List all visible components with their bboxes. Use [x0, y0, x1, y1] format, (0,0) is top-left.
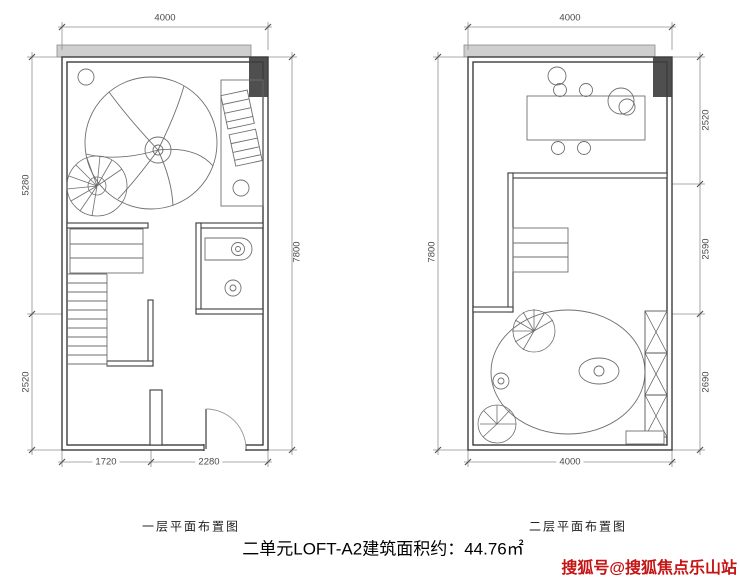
- left-plan-bathroom: [204, 237, 253, 297]
- left-plan-walls: [61, 56, 269, 451]
- right-plan-dining-set: [526, 66, 646, 155]
- area-caption: 二单元LOFT-A2建筑面积约：44.76㎡: [242, 539, 524, 559]
- right-plan-lamp: [492, 372, 510, 390]
- right-plan-cabinet: [625, 430, 665, 445]
- right-dim-left: 7800: [426, 241, 438, 263]
- right-plan-bed-fan: [512, 309, 556, 353]
- left-plan-round-bed: [77, 68, 218, 210]
- left-plan-door: [203, 408, 247, 451]
- right-dim-right-middle: 2590: [700, 238, 712, 260]
- left-plan-stairs: [67, 273, 108, 366]
- right-dim-right-upper: 2520: [700, 109, 712, 131]
- left-plan-partitions: [66, 222, 264, 446]
- right-dim-bottom: 4000: [556, 456, 584, 468]
- right-plan-partitions: [472, 172, 668, 313]
- left-dim-bottom-left: 1720: [92, 456, 120, 468]
- left-dim-bottom-right: 2280: [195, 456, 223, 468]
- right-plan-closet: [644, 310, 668, 438]
- left-dim-top: 4000: [154, 12, 176, 24]
- right-plan-walls: [467, 56, 673, 451]
- left-plan-kitchen: [220, 79, 264, 207]
- right-plan-title: 二层平面布置图: [528, 519, 628, 534]
- right-dim-right-lower: 2690: [700, 371, 712, 393]
- left-plan-door-opening: [204, 443, 246, 452]
- left-plan-fan-plant: [66, 155, 128, 217]
- dimension-ticks: [28, 23, 704, 466]
- right-plan-stairs: [512, 227, 569, 273]
- shaft-blocks: [249, 57, 672, 97]
- sohu-watermark: 搜狐号@搜狐焦点乐山站: [561, 560, 737, 577]
- left-dim-left-upper: 5280: [20, 174, 32, 196]
- left-dim-right: 7800: [291, 241, 303, 263]
- dimension-lines: [27, 22, 705, 467]
- right-plan-floor-plant: [477, 404, 517, 444]
- right-dim-top: 4000: [559, 12, 581, 24]
- left-plan-wardrobe: [69, 228, 144, 274]
- left-plan-title: 一层平面布置图: [141, 519, 241, 534]
- left-dim-left-lower: 2520: [20, 371, 32, 393]
- slab-bands: [56, 44, 656, 58]
